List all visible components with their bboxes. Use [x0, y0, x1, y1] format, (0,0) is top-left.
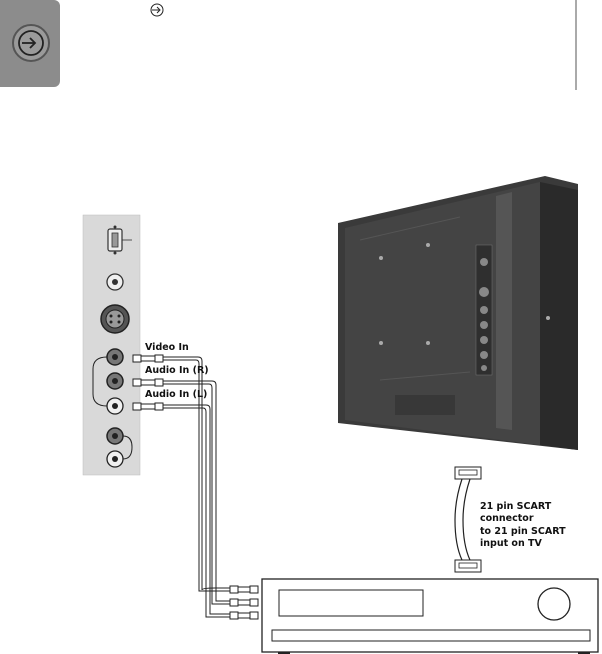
cable-plugs-device: [230, 586, 258, 619]
external-device: [262, 579, 598, 654]
audio-jack-port: [107, 274, 123, 290]
audio-in-l-label: Audio In (L): [145, 389, 207, 400]
scart-label-line2: connector: [480, 513, 534, 524]
device-display: [279, 590, 423, 616]
audio-in-r-label: Audio In (R): [145, 365, 209, 376]
video-in-label: Video In: [145, 342, 189, 353]
audio-in-r-port: [107, 373, 123, 389]
input-source-icon: [13, 25, 49, 61]
side-tab: [0, 0, 60, 87]
tv-connector-panel: [83, 215, 140, 475]
scart-label-line1: 21 pin SCART: [480, 501, 552, 512]
scart-connector: [455, 467, 481, 572]
aux-audio-port: [107, 451, 123, 467]
audio-in-l-port: [107, 398, 123, 414]
device-knob: [538, 588, 570, 620]
scart-label-line4: input on TV: [480, 538, 543, 549]
s-video-port: [101, 305, 129, 333]
video-in-port: [107, 349, 123, 365]
tv-rear-image: [338, 176, 578, 450]
aux-video-port: [107, 428, 123, 444]
scart-label-line3: to 21 pin SCART: [480, 526, 566, 537]
header-input-icon: [151, 4, 163, 16]
device-slot: [272, 630, 590, 641]
